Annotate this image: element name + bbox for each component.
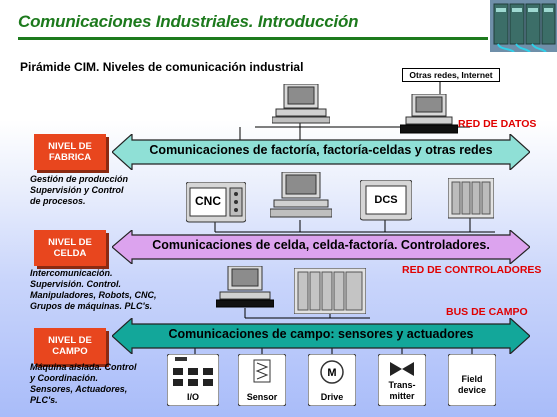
io-module-device: I/O [166, 353, 220, 407]
factory-bus-arrow [112, 134, 530, 170]
sensor-device: Sensor [237, 353, 287, 407]
slide-title: Comunicaciones Industriales. Introducció… [18, 12, 359, 31]
level-campo-box: NIVEL DE CAMPO [34, 328, 106, 364]
bus-de-campo-label: BUS DE CAMPO [446, 306, 528, 318]
supervisory-workstation-icon [270, 172, 332, 218]
level-celda-label: NIVEL DE CELDA [48, 237, 92, 259]
io-label: I/O [186, 392, 199, 402]
pyramid-subtitle: Pirámide CIM. Niveles de comunicación in… [20, 60, 304, 74]
motor-icon: M [307, 353, 357, 407]
plc-rack-icon [448, 178, 494, 219]
level-fabrica-label: NIVEL DE FABRICA [48, 141, 92, 163]
internet-workstation-icon [400, 94, 458, 134]
cell-bus-arrow [112, 230, 530, 264]
transmitter-label: Trans- mitter [388, 380, 416, 401]
field-workstation-icon [216, 266, 274, 308]
workstation-icon [272, 84, 330, 124]
field-device-label: Field device [457, 374, 487, 395]
drive-device: M Drive [307, 353, 357, 407]
sensor-label: Sensor [246, 392, 278, 402]
network-hardware-illustration [490, 0, 557, 52]
field-bus-arrow [112, 318, 530, 354]
level-fabrica-description: Gestión de producción Supervisión y Cont… [30, 174, 129, 206]
field-bus-label: Comunicaciones de campo: sensores y actu… [168, 327, 474, 341]
cnc-machine-icon [186, 182, 246, 223]
factory-bus-label: Comunicaciones de factoría, factoría-cel… [149, 143, 493, 157]
level-celda-description: Intercomunicación. Supervisión. Control.… [30, 268, 157, 311]
title-underline [18, 37, 488, 40]
plc-cabinet-icon [294, 268, 366, 314]
transmitter-device: Trans- mitter [377, 353, 427, 407]
red-de-datos-label: RED DE DATOS [458, 118, 537, 130]
cell-bus-label: Comunicaciones de celda, celda-factoría.… [152, 238, 490, 252]
level-campo-description: Máquina aislada. Control y Coordinación.… [30, 362, 137, 405]
svg-text:M: M [327, 367, 336, 379]
level-campo-label: NIVEL DE CAMPO [48, 335, 92, 357]
cnc-label: CNC [195, 194, 221, 208]
level-celda-box: NIVEL DE CELDA [34, 230, 106, 266]
level-fabrica-box: NIVEL DE FABRICA [34, 134, 106, 170]
drive-label: Drive [320, 392, 344, 402]
field-device: Field device [447, 353, 497, 407]
red-de-controladores-label: RED DE CONTROLADORES [402, 264, 542, 276]
dcs-controller-icon [360, 180, 412, 221]
dcs-label: DCS [374, 194, 398, 206]
otras-redes-label: Otras redes, Internet [402, 68, 500, 82]
